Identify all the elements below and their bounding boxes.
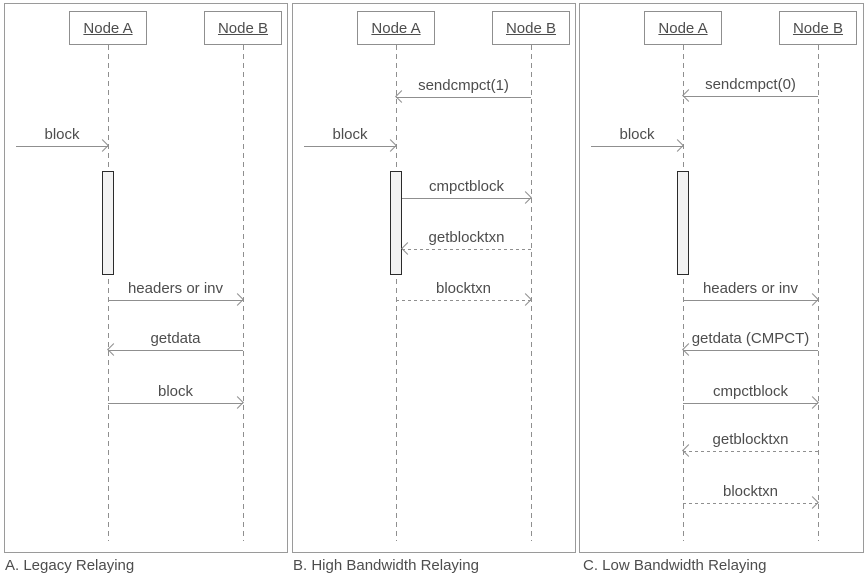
panel-high-bandwidth-relaying: Node A Node B sendcmpct(1) block cmpctbl… [292, 3, 576, 553]
message-label: sendcmpct(1) [418, 77, 509, 94]
message-getdata-cmpct: getdata (CMPCT) [682, 330, 818, 356]
node-b-box: Node B [204, 11, 282, 45]
message-label: getblocktxn [428, 229, 505, 246]
activation-bar [390, 171, 402, 275]
message-line [683, 300, 818, 301]
message-line [683, 350, 818, 351]
message-line [16, 146, 108, 147]
message-label: block [332, 126, 368, 143]
message-label: block [619, 126, 655, 143]
message-line [108, 300, 243, 301]
node-b-box: Node B [779, 11, 857, 45]
lifeline-node-b [243, 45, 244, 541]
message-label: sendcmpct(0) [705, 76, 796, 93]
caption-low-bandwidth-relaying: C. Low Bandwidth Relaying [583, 557, 767, 574]
message-label: getdata (CMPCT) [691, 330, 810, 347]
panel-low-bandwidth-relaying: Node A Node B sendcmpct(0) block headers… [579, 3, 864, 553]
message-line [683, 403, 818, 404]
node-b-label: Node B [505, 19, 557, 37]
message-line [402, 198, 531, 199]
message-line [402, 249, 531, 250]
message-sendcmpct-1: sendcmpct(1) [395, 77, 531, 103]
message-block-incoming: block [16, 126, 109, 152]
panel-legacy-relaying: Node A Node B block headers or inv getda… [4, 3, 288, 553]
lifeline-node-b [531, 45, 532, 541]
node-a-label: Node A [83, 19, 133, 37]
message-getblocktxn: getblocktxn [401, 229, 531, 255]
message-line [304, 146, 396, 147]
caption-high-bandwidth-relaying: B. High Bandwidth Relaying [293, 557, 479, 574]
node-b-label: Node B [217, 19, 269, 37]
message-label: cmpctblock [428, 178, 505, 195]
message-block-relay: block [108, 383, 244, 409]
message-label: blocktxn [435, 280, 492, 297]
lifeline-node-a [683, 45, 684, 541]
node-b-label: Node B [792, 19, 844, 37]
message-line [108, 350, 243, 351]
message-headers-or-inv: headers or inv [683, 280, 819, 306]
message-line [108, 403, 243, 404]
node-a-label: Node A [658, 19, 708, 37]
message-blocktxn: blocktxn [396, 280, 532, 306]
message-line [683, 451, 818, 452]
message-label: headers or inv [702, 280, 799, 297]
node-a-box: Node A [69, 11, 147, 45]
message-getdata: getdata [107, 330, 243, 356]
message-label: headers or inv [127, 280, 224, 297]
node-a-label: Node A [371, 19, 421, 37]
message-label: getdata [150, 330, 201, 347]
message-blocktxn: blocktxn [683, 483, 819, 509]
message-headers-or-inv: headers or inv [108, 280, 244, 306]
message-sendcmpct-0: sendcmpct(0) [682, 76, 818, 102]
message-label: block [157, 383, 194, 400]
message-line [396, 300, 531, 301]
node-a-box: Node A [357, 11, 435, 45]
message-block-incoming: block [591, 126, 684, 152]
lifeline-node-a [396, 45, 397, 541]
node-a-box: Node A [644, 11, 722, 45]
message-getblocktxn: getblocktxn [682, 431, 818, 457]
caption-legacy-relaying: A. Legacy Relaying [5, 557, 135, 574]
activation-bar [677, 171, 689, 275]
message-label: block [44, 126, 80, 143]
lifeline-node-a [108, 45, 109, 541]
message-block-incoming: block [304, 126, 397, 152]
message-line [683, 96, 818, 97]
message-cmpctblock: cmpctblock [683, 383, 819, 409]
message-line [591, 146, 683, 147]
activation-bar [102, 171, 114, 275]
node-b-box: Node B [492, 11, 570, 45]
message-label: cmpctblock [712, 383, 789, 400]
message-line [396, 97, 531, 98]
lifeline-node-b [818, 45, 819, 541]
message-cmpctblock: cmpctblock [402, 178, 532, 204]
message-label: blocktxn [722, 483, 779, 500]
message-line [683, 503, 818, 504]
message-label: getblocktxn [712, 431, 789, 448]
